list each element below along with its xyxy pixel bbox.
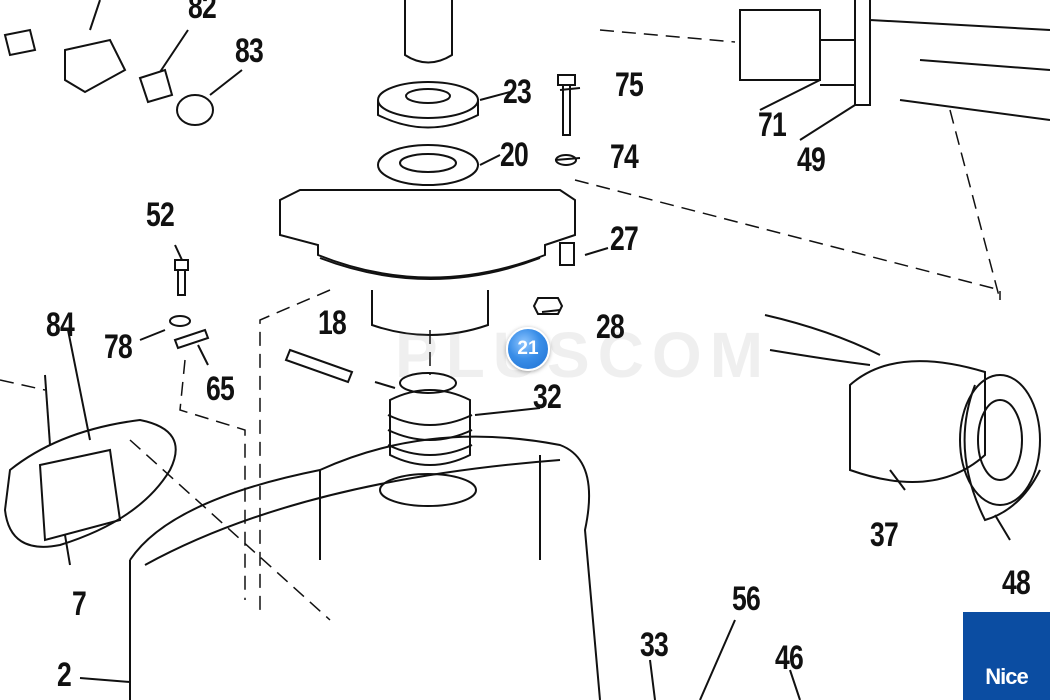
- label-78[interactable]: 78: [104, 328, 133, 366]
- label-28[interactable]: 28: [596, 308, 625, 346]
- housing-2: [129, 435, 601, 700]
- label-37[interactable]: 37: [870, 516, 899, 554]
- label-33[interactable]: 33: [640, 626, 669, 664]
- motor-37: [849, 360, 986, 483]
- rack-49: [854, 0, 1050, 121]
- label-20[interactable]: 20: [500, 136, 529, 174]
- label-46[interactable]: 46: [775, 639, 804, 677]
- part-82: [64, 38, 127, 94]
- label-2[interactable]: 2: [57, 656, 72, 694]
- brand-logo-text: Nice: [985, 664, 1028, 689]
- belt-48: [963, 384, 1041, 522]
- label-32[interactable]: 32: [533, 378, 562, 416]
- label-18[interactable]: 18: [318, 304, 347, 342]
- label-27[interactable]: 27: [610, 220, 639, 258]
- label-48[interactable]: 48: [1002, 564, 1031, 602]
- brand-logo: Nice: [963, 612, 1050, 700]
- flange-20: [377, 144, 479, 186]
- pulley-32: [389, 389, 471, 466]
- part-hotspot-21[interactable]: 21: [506, 327, 550, 371]
- pin-18: [284, 348, 354, 384]
- shaft: [404, 0, 453, 64]
- label-71[interactable]: 71: [758, 106, 787, 144]
- screw-75: [557, 74, 576, 136]
- bracket-71: [739, 9, 856, 86]
- label-84[interactable]: 84: [46, 306, 75, 344]
- label-49[interactable]: 49: [797, 141, 826, 179]
- ring-83: [176, 94, 214, 126]
- label-74[interactable]: 74: [610, 138, 639, 176]
- label-56[interactable]: 56: [732, 580, 761, 618]
- bearing-23: [377, 81, 479, 119]
- label-23[interactable]: 23: [503, 73, 532, 111]
- label-82[interactable]: 82: [188, 0, 217, 26]
- label-83[interactable]: 83: [235, 32, 264, 70]
- label-52[interactable]: 52: [146, 196, 175, 234]
- label-75[interactable]: 75: [615, 66, 644, 104]
- label-65[interactable]: 65: [206, 370, 235, 408]
- screw-52: [174, 259, 189, 296]
- label-7[interactable]: 7: [72, 585, 87, 623]
